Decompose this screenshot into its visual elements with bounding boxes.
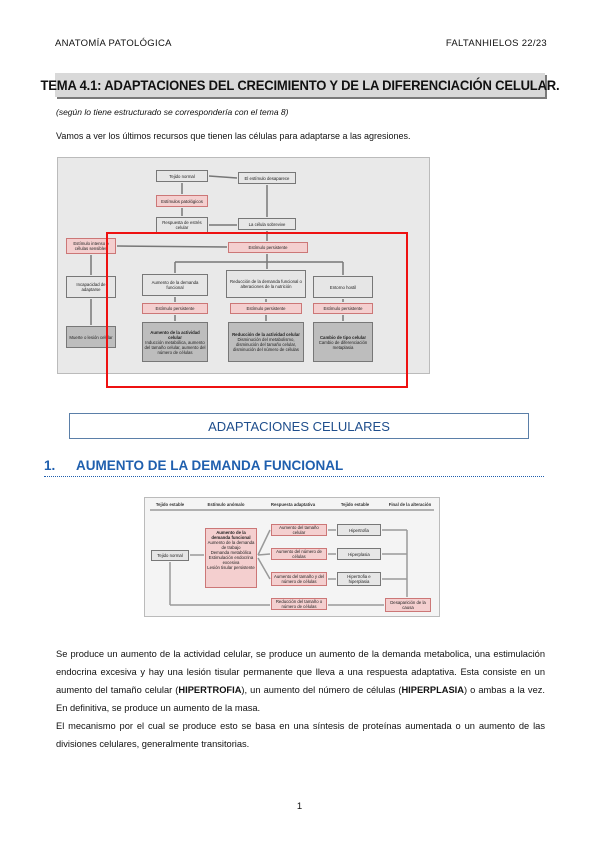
fig2-item: Estimulación endocrina excesiva [208,555,254,565]
fig2-aumento-demanda-title: Aumento de la demanda funcional [211,530,251,540]
intro-text: Vamos a ver los últimos recursos que tie… [56,131,411,141]
fig2-t3: Hipertrofia e hiperplasia [337,572,381,586]
cambio-tipo-title: Cambio de tipo celular [319,334,367,340]
paragraph-1-text-a: Se produce un aumento de la actividad ce… [56,649,545,695]
box-entorno-hostil: Entorno hostil [313,276,373,298]
paragraph-1: Se produce un aumento de la actividad ce… [56,645,545,717]
fig2-final: Desaparición de la causa [385,598,431,612]
section-box-adaptaciones: ADAPTACIONES CELULARES [69,413,529,439]
aumento-actividad-title: Aumento de la actividad celular [150,329,200,340]
fig2-header-row: Tejido estable Estímulo anómalo Respuest… [145,498,439,510]
box-incapacidad: Incapacidad de adaptarse [66,276,116,298]
header-left: ANATOMÍA PATOLÓGICA [55,38,172,49]
section1-heading: 1. AUMENTO DE LA DEMANDA FUNCIONAL [44,458,544,477]
fig2-col-header: Respuesta adaptativa [270,502,316,507]
highlight-frame [106,232,408,388]
fig2-tejido-normal: Tejido normal [151,550,189,561]
reduccion-actividad-title: Reducción de la actividad celular [232,332,300,337]
fig2-resp3: Aumento del tamaño y del número de célul… [271,572,327,586]
fig2-col-header: Tejido estable [340,502,370,507]
fig2-col-header: Final de la alteración [388,502,432,507]
topic-title: TEMA 4.1: ADAPTACIONES DEL CRECIMIENTO Y… [40,77,560,93]
fig2-arrows [150,509,434,606]
box-estimulo-persistente: Estímulo persistente [228,242,308,253]
cambio-tipo-desc: Cambio de diferenciación metaplasia [318,339,368,350]
fig2-aumento-demanda: Aumento de la demanda funcional Aumento … [205,528,257,588]
section1-title: AUMENTO DE LA DEMANDA FUNCIONAL [76,458,344,473]
structure-note: (según lo tiene estructurado se correspo… [56,107,289,117]
box-aumento-demanda: Aumento de la demanda funcional [142,274,208,296]
page-number: 1 [296,801,303,812]
box-estimulo-desaparece: El estímulo desaparece [238,172,296,184]
functional-demand-diagram: Tejido estable Estímulo anómalo Respuest… [144,497,440,617]
fig2-t1: Hipertrofia [337,524,381,536]
fig2-resp4: Reducción del tamaño o número de células [271,598,327,610]
box-estimulo-intenso: Estímulo intenso o células sensibles [66,238,116,254]
box-tejido-normal: Tejido normal [156,170,208,182]
header-right: FALTANHIELOS 22/23 [445,38,547,49]
fig2-item: Aumento de la demanda de trabajo [207,540,255,550]
box-persistente-1: Estímulo persistente [142,303,208,314]
term-hipertrofia: HIPERTROFIA [178,685,242,695]
fig2-item: Demanda metabólica [210,550,252,555]
fig2-t2: Hiperplasia [337,548,381,560]
paragraph-1-text-c: ), un aumento del número de células ( [241,685,402,695]
adaptation-flow-diagram: Tejido normal Estímulos patológicos Resp… [57,157,430,374]
fig2-resp1: Aumento del tamaño celular [271,524,327,536]
box-celula-sobrevive: La célula sobrevive [238,218,296,230]
paragraph-2: El mecanismo por el cual se produce esto… [56,721,545,749]
box-persistente-2: Estímulo persistente [230,303,302,314]
section1-number: 1. [44,458,56,473]
fig2-item: Lesión tisular persistente [207,565,255,570]
topic-title-box: TEMA 4.1: ADAPTACIONES DEL CRECIMIENTO Y… [41,73,560,97]
fig2-resp2: Aumento del número de células [271,548,327,560]
term-hiperplasia: HIPERPLASIA [401,685,464,695]
fig2-col-header: Tejido estable [155,502,185,507]
fig2-col-header: Estímulo anómalo [207,502,245,507]
reduccion-actividad-desc: Disminución del metabolismo, disminución… [233,337,299,352]
box-persistente-3: Estímulo persistente [313,303,373,314]
box-reduccion-demanda: Reducción de la demanda funcional o alte… [226,270,306,298]
flow-arrows [90,175,344,325]
aumento-actividad-desc: Inducción metabólica, aumento del tamaño… [144,339,206,355]
box-estimulos-patologicos: Estímulos patológicos [156,195,208,207]
box-muerte: Muerte o lesión celular [66,326,116,348]
paragraph-1-text-e: ) o ambas a la vez. En definitiva, se pr… [56,685,545,713]
